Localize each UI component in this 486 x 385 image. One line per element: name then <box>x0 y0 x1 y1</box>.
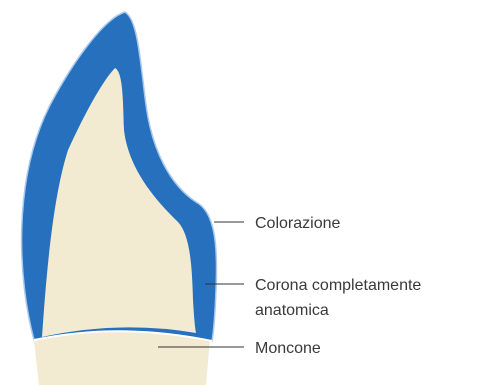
label-crown-line1: Corona completamente <box>255 277 421 294</box>
abutment-root <box>34 331 210 385</box>
label-crown-line2: anatomica <box>255 302 329 319</box>
label-coloring: Colorazione <box>255 215 340 232</box>
label-abutment: Moncone <box>255 340 321 357</box>
